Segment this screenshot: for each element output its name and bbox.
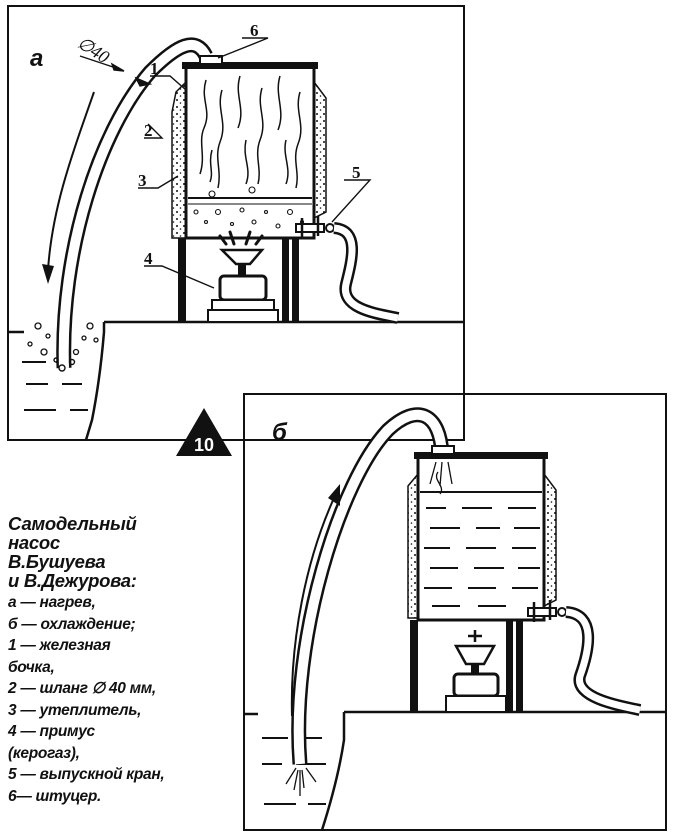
barrel-a [184, 64, 316, 240]
arrow-down-a [42, 91, 95, 284]
primus-a [207, 230, 279, 323]
panel-b [243, 393, 667, 831]
arrow-up-b [290, 484, 340, 717]
caption-item: 6— штуцер. [8, 787, 102, 805]
caption-item: 1 — железная [8, 637, 111, 654]
part-number-6: 6 [250, 21, 259, 40]
fitting-b [431, 445, 455, 455]
hose-a-outlet [53, 357, 76, 372]
part-number-2: 2 [144, 121, 153, 140]
part-number-5: 5 [352, 163, 361, 182]
caption-item: 2 — шланг ∅ 40 мм, [8, 680, 156, 697]
caption-title-line: насос [8, 532, 60, 553]
figure-number: 10 [194, 435, 214, 455]
caption-item: 4 — примус [8, 723, 95, 740]
caption-item: 5 — выпускной кран, [8, 766, 165, 783]
primus-b [445, 630, 507, 713]
caption-item: а — нагрев, [8, 594, 96, 611]
inflow-b [429, 461, 453, 495]
caption-item: бочка, [8, 658, 55, 676]
panel-a-label: а [30, 45, 43, 72]
panel-b-label: б [272, 419, 288, 446]
panel-b-frame [243, 393, 667, 831]
barrel-b [416, 454, 546, 622]
ground-b [244, 710, 666, 831]
stand-a [178, 238, 299, 322]
caption-legend: а — нагрев, б — охлаждение; 1 — железная… [8, 592, 240, 807]
figure-caption: Самодельный насос В.Бушуева и В.Дежурова… [8, 514, 240, 807]
water-in-barrel-b [420, 491, 542, 607]
fitting-a [199, 55, 223, 65]
bubbles-a [27, 322, 99, 356]
part-number-3: 3 [138, 171, 147, 190]
caption-item: 3 — утеплитель, [8, 701, 142, 719]
diameter-label: ∅40 [74, 32, 113, 67]
caption-title-line: и В.Дежурова: [8, 570, 137, 591]
water-a [22, 361, 88, 411]
barrel-b-lid [414, 452, 548, 459]
steam-a [199, 75, 302, 189]
caption-item: (керогаз), [8, 744, 80, 762]
part-number-1: 1 [150, 59, 159, 78]
stand-b [410, 620, 523, 712]
figure-badge [176, 408, 232, 456]
caption-title-line: В.Бушуева [8, 551, 106, 572]
suction-b [285, 767, 317, 796]
panel-a [7, 5, 465, 441]
part-number-4: 4 [144, 249, 153, 268]
barrel-a-lid [182, 62, 318, 69]
leaders-a [79, 37, 372, 289]
drain-hose-b [564, 606, 642, 716]
drain-hose-a [332, 222, 400, 324]
caption-item: б — охлаждение; [8, 615, 136, 633]
caption-title-line: Самодельный [8, 513, 137, 534]
valve-b [527, 600, 567, 622]
